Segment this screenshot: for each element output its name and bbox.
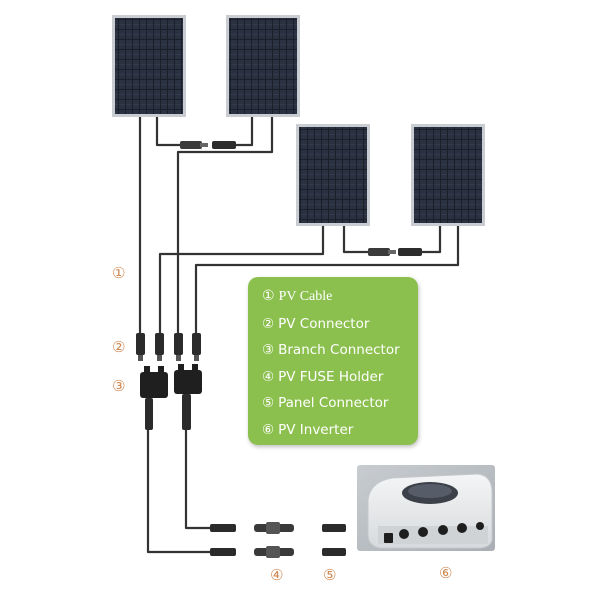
- branch-connector-left: [140, 366, 168, 430]
- legend-label: Branch Connector: [278, 342, 400, 358]
- legend-number: ⑥: [262, 421, 275, 438]
- legend-number: ②: [262, 315, 275, 332]
- solar-panel-2: [226, 15, 300, 117]
- legend-label: Panel Connector: [278, 395, 389, 411]
- pv-fuse-holders: [254, 522, 294, 558]
- legend-number: ④: [262, 368, 275, 385]
- legend-number: ③: [262, 342, 275, 358]
- pv-cables: [138, 117, 460, 554]
- pv-inverter: [357, 465, 495, 551]
- marker-inverter: ⑥: [439, 564, 453, 582]
- marker-panel-connector: ⑤: [323, 566, 337, 584]
- pv-connectors: [136, 333, 201, 361]
- solar-panel-3: [296, 124, 370, 226]
- legend-label: PV Cable: [278, 289, 333, 304]
- legend-label: PV Inverter: [278, 421, 354, 438]
- marker-branch-connector: ③: [112, 377, 126, 395]
- legend-label: PV FUSE Holder: [278, 368, 384, 385]
- marker-pv-cable: ①: [112, 264, 126, 282]
- marker-pv-connector: ②: [112, 338, 126, 356]
- solar-panel-1: [112, 15, 186, 117]
- branch-connector-right: [174, 364, 202, 430]
- legend-number: ①: [262, 289, 275, 304]
- panel-connectors: [322, 524, 346, 556]
- legend-number: ⑤: [262, 395, 275, 411]
- legend-label: PV Connector: [278, 315, 370, 332]
- series-connector-bottom: [368, 248, 422, 256]
- solar-panel-4: [411, 124, 485, 226]
- marker-fuse-holder: ④: [270, 566, 284, 584]
- cable-end-connectors: [210, 524, 236, 556]
- series-connector-top: [180, 141, 236, 149]
